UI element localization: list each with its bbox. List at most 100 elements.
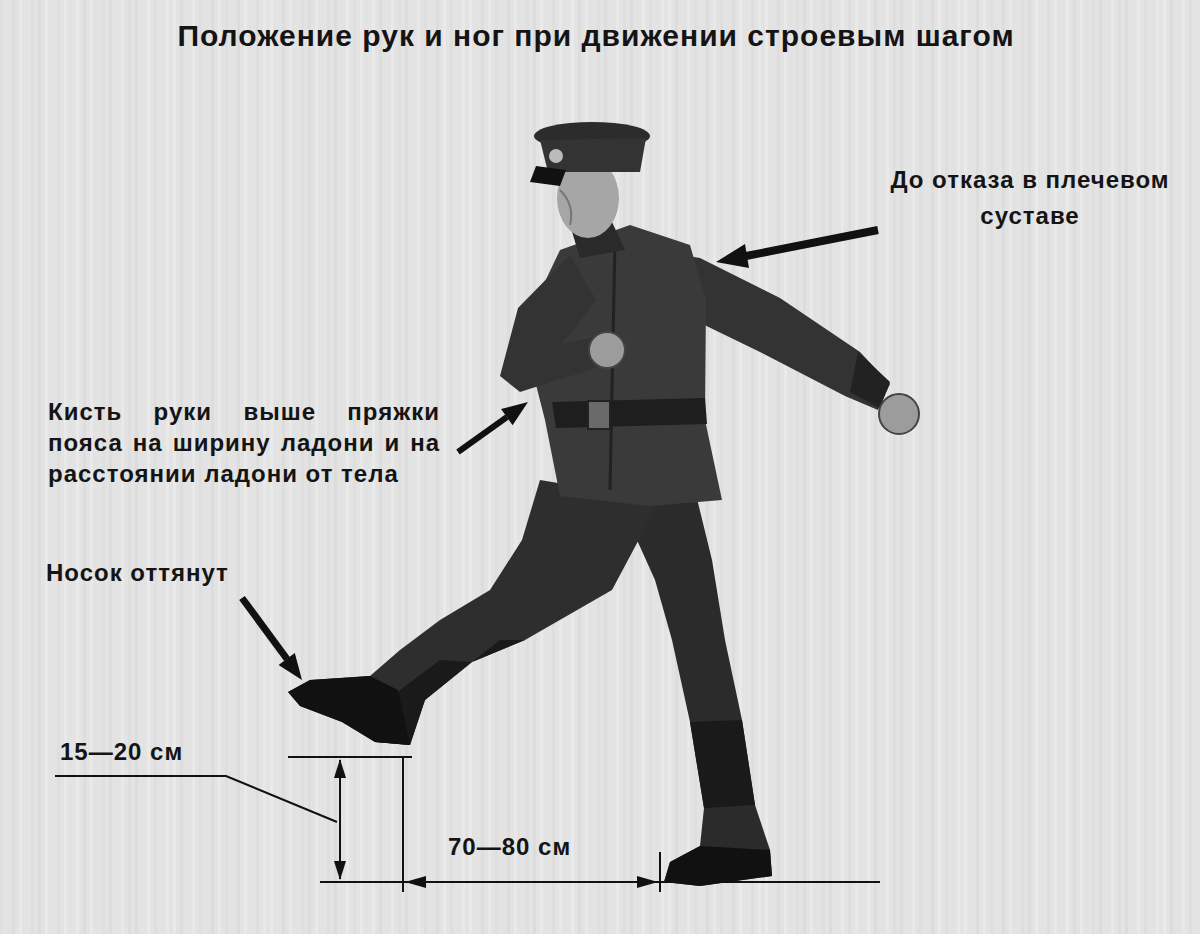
background-stripe [0, 0, 3, 934]
background-stripe [533, 0, 536, 934]
background-stripe [19, 0, 22, 934]
cap-badge [549, 149, 563, 163]
background-stripe [1144, 0, 1147, 934]
background-stripe [1170, 0, 1173, 934]
front-arm [500, 255, 616, 392]
background-stripe [938, 0, 941, 934]
background-stripe [964, 0, 967, 934]
background-stripe [990, 0, 993, 934]
background-stripe [900, 0, 903, 934]
background-stripe [1009, 0, 1012, 934]
background-stripe [829, 0, 832, 934]
background-stripe [481, 0, 484, 934]
background-stripe [45, 0, 48, 934]
background-stripe [758, 0, 761, 934]
background-stripe [1066, 0, 1069, 934]
background-stripe [31, 0, 34, 934]
background-stripe [1021, 0, 1024, 934]
background-stripe [1002, 0, 1005, 934]
background-stripe [841, 0, 844, 934]
background-stripe [12, 0, 15, 934]
back-fist [879, 394, 919, 434]
belt-buckle [588, 401, 610, 429]
belt [552, 398, 707, 428]
background-stripe [495, 0, 498, 934]
background-stripe [803, 0, 806, 934]
arrow-head [501, 402, 528, 425]
toe-note: Носок оттянут [46, 558, 306, 588]
face-shade [560, 190, 571, 225]
soldier-figure [288, 122, 919, 886]
background-stripe [919, 0, 922, 934]
dimension-arrows [334, 759, 658, 888]
background-stripe [1080, 0, 1083, 934]
dimension-lines [55, 757, 880, 892]
front-fist [589, 332, 625, 368]
background-stripe [1073, 0, 1076, 934]
background-stripe [810, 0, 813, 934]
background-stripe [1163, 0, 1166, 934]
extension-line [659, 852, 661, 892]
background-stripe [848, 0, 851, 934]
cap-band [540, 138, 646, 172]
background-stripe [945, 0, 948, 934]
background-stripe [1047, 0, 1050, 934]
background-stripe [526, 0, 529, 934]
background-stripe [784, 0, 787, 934]
background-stripe [405, 0, 408, 934]
arrow-head [405, 876, 426, 888]
background-stripe [38, 0, 41, 934]
background-stripe [417, 0, 420, 934]
background-stripe [436, 0, 439, 934]
background-stripe [507, 0, 510, 934]
background-stripe [957, 0, 960, 934]
front-leg [288, 480, 660, 745]
background-stripe [514, 0, 517, 934]
background-stripe [765, 0, 768, 934]
background-stripe [1156, 0, 1159, 934]
background-stripe [1092, 0, 1095, 934]
background-stripe [886, 0, 889, 934]
arrow-head [334, 861, 346, 880]
leader-arrow [242, 598, 287, 659]
background-stripe [1182, 0, 1185, 934]
background-stripe [976, 0, 979, 934]
background-stripe [893, 0, 896, 934]
background-stripe [1189, 0, 1192, 934]
background-stripe [1054, 0, 1057, 934]
extension-line [288, 756, 412, 758]
background-stripe [822, 0, 825, 934]
background-stripe [1099, 0, 1102, 934]
back-boot-shaft [690, 720, 755, 808]
extension-line [402, 757, 404, 892]
background-stripe [1028, 0, 1031, 934]
shoulder-note: До отказа в плечевом суставе [890, 162, 1170, 234]
background-stripe [450, 0, 453, 934]
dimension-label: 70—80 см [448, 832, 648, 862]
background-stripe [488, 0, 491, 934]
front-boot-foot [288, 676, 410, 745]
arrow-head [637, 876, 658, 888]
background-stripe [855, 0, 858, 934]
leader-arrow [458, 417, 507, 452]
cap-visor [530, 166, 566, 186]
background-stripe [777, 0, 780, 934]
background-stripe [1035, 0, 1038, 934]
background-stripe [424, 0, 427, 934]
background-stripe [931, 0, 934, 934]
background-stripe [874, 0, 877, 934]
arrow-head [279, 653, 302, 680]
background-stripe [1137, 0, 1140, 934]
background-stripe [867, 0, 870, 934]
background-stripe [1118, 0, 1121, 934]
leader-arrow [746, 230, 878, 256]
hand-note: Кисть руки выше пряжки пояса на ширину л… [48, 396, 440, 489]
dimension-line [320, 881, 880, 883]
back-boot-foot [664, 846, 772, 886]
background-stripe [462, 0, 465, 934]
title: Положение рук и ног при движении строевы… [0, 18, 1196, 54]
background-stripe [1125, 0, 1128, 934]
background-stripe [1111, 0, 1114, 934]
background-stripe [983, 0, 986, 934]
